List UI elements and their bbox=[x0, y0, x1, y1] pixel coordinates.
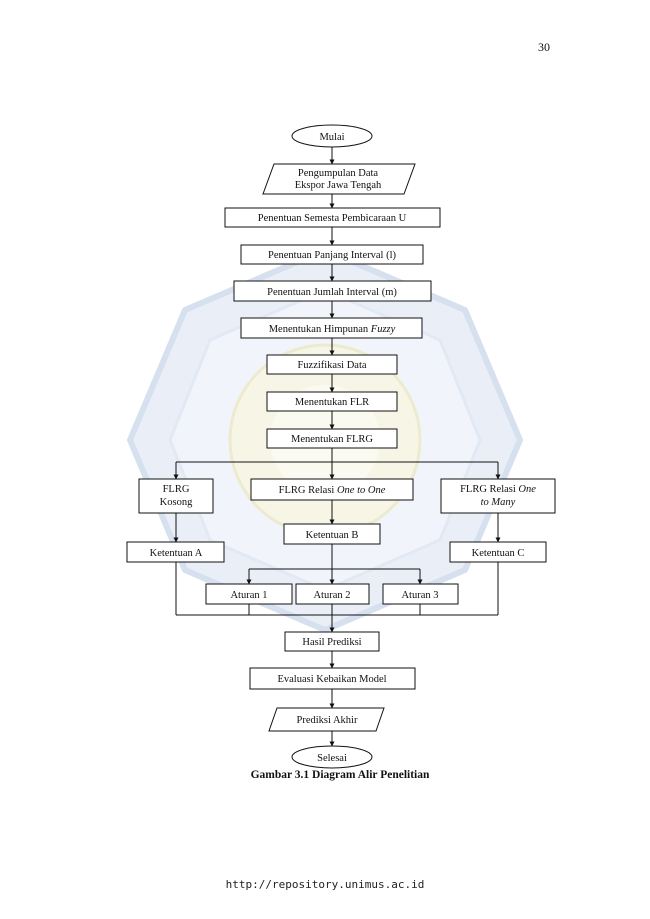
prediction-label: Hasil Prediksi bbox=[302, 637, 361, 648]
flrg-process bbox=[266, 428, 398, 449]
aturan-2-process bbox=[295, 583, 370, 605]
flrg-empty-label-line1: FLRG bbox=[163, 484, 190, 495]
end-terminator bbox=[291, 745, 373, 769]
prediction-process bbox=[284, 631, 380, 652]
end-label: Selesai bbox=[317, 753, 347, 764]
rule-c-process bbox=[449, 541, 547, 563]
interval-count-label: Penentuan Jumlah Interval (m) bbox=[267, 287, 397, 298]
figure-caption: Gambar 3.1 Diagram Alir Penelitian bbox=[250, 769, 430, 781]
flr-process bbox=[266, 391, 398, 412]
start-label: Mulai bbox=[319, 132, 344, 143]
data-collection-label-line1: Pengumpulan Data bbox=[298, 168, 379, 179]
rule-b-label: Ketentuan B bbox=[306, 530, 359, 541]
fuzzy-set-process bbox=[240, 317, 423, 339]
fuzzification-label: Fuzzifikasi Data bbox=[297, 360, 366, 371]
interval-length-process bbox=[240, 244, 424, 265]
aturan-3-label: Aturan 3 bbox=[401, 590, 438, 601]
rule-a-process bbox=[126, 541, 225, 563]
flrg-empty-label-line2: Kosong bbox=[160, 497, 193, 508]
interval-count-process bbox=[233, 280, 432, 302]
flrg-empty-process bbox=[138, 478, 214, 514]
interval-length-label: Penentuan Panjang Interval (l) bbox=[268, 250, 397, 261]
flrg-one-to-many-process bbox=[440, 478, 556, 514]
evaluation-process bbox=[249, 667, 416, 690]
aturan-2-label: Aturan 2 bbox=[313, 590, 350, 601]
aturan-1-label: Aturan 1 bbox=[230, 590, 267, 601]
universe-process bbox=[224, 207, 441, 228]
fuzzification-process bbox=[266, 354, 398, 375]
flrg-one-to-many-label-line2: to Many bbox=[481, 497, 516, 508]
flrg-one-to-one-label: FLRG Relasi One to One bbox=[279, 485, 386, 496]
repository-url[interactable]: http://repository.unimus.ac.id bbox=[225, 878, 425, 891]
rule-a-label: Ketentuan A bbox=[150, 548, 203, 559]
data-collection-input bbox=[262, 163, 416, 195]
rule-c-label: Ketentuan C bbox=[472, 548, 525, 559]
flr-label: Menentukan FLR bbox=[295, 397, 369, 408]
final-prediction-label: Prediksi Akhir bbox=[297, 715, 358, 726]
page-number: 30 bbox=[538, 40, 550, 54]
flrg-one-to-many-label-line1: FLRG Relasi One bbox=[460, 484, 536, 495]
final-prediction-output bbox=[268, 707, 385, 732]
start-terminator bbox=[291, 124, 373, 148]
aturan-3-process bbox=[382, 583, 459, 605]
fuzzy-set-label: Menentukan Himpunan Fuzzy bbox=[269, 324, 396, 335]
flrg-label: Menentukan FLRG bbox=[291, 434, 373, 445]
evaluation-label: Evaluasi Kebaikan Model bbox=[277, 674, 386, 685]
aturan-1-process bbox=[205, 583, 293, 605]
data-collection-label-line2: Ekspor Jawa Tengah bbox=[295, 180, 382, 191]
flow-connectors bbox=[173, 147, 501, 747]
universe-label: Penentuan Semesta Pembicaraan U bbox=[258, 213, 407, 224]
flrg-one-to-one-process bbox=[250, 478, 414, 501]
rule-b-process bbox=[283, 523, 381, 545]
